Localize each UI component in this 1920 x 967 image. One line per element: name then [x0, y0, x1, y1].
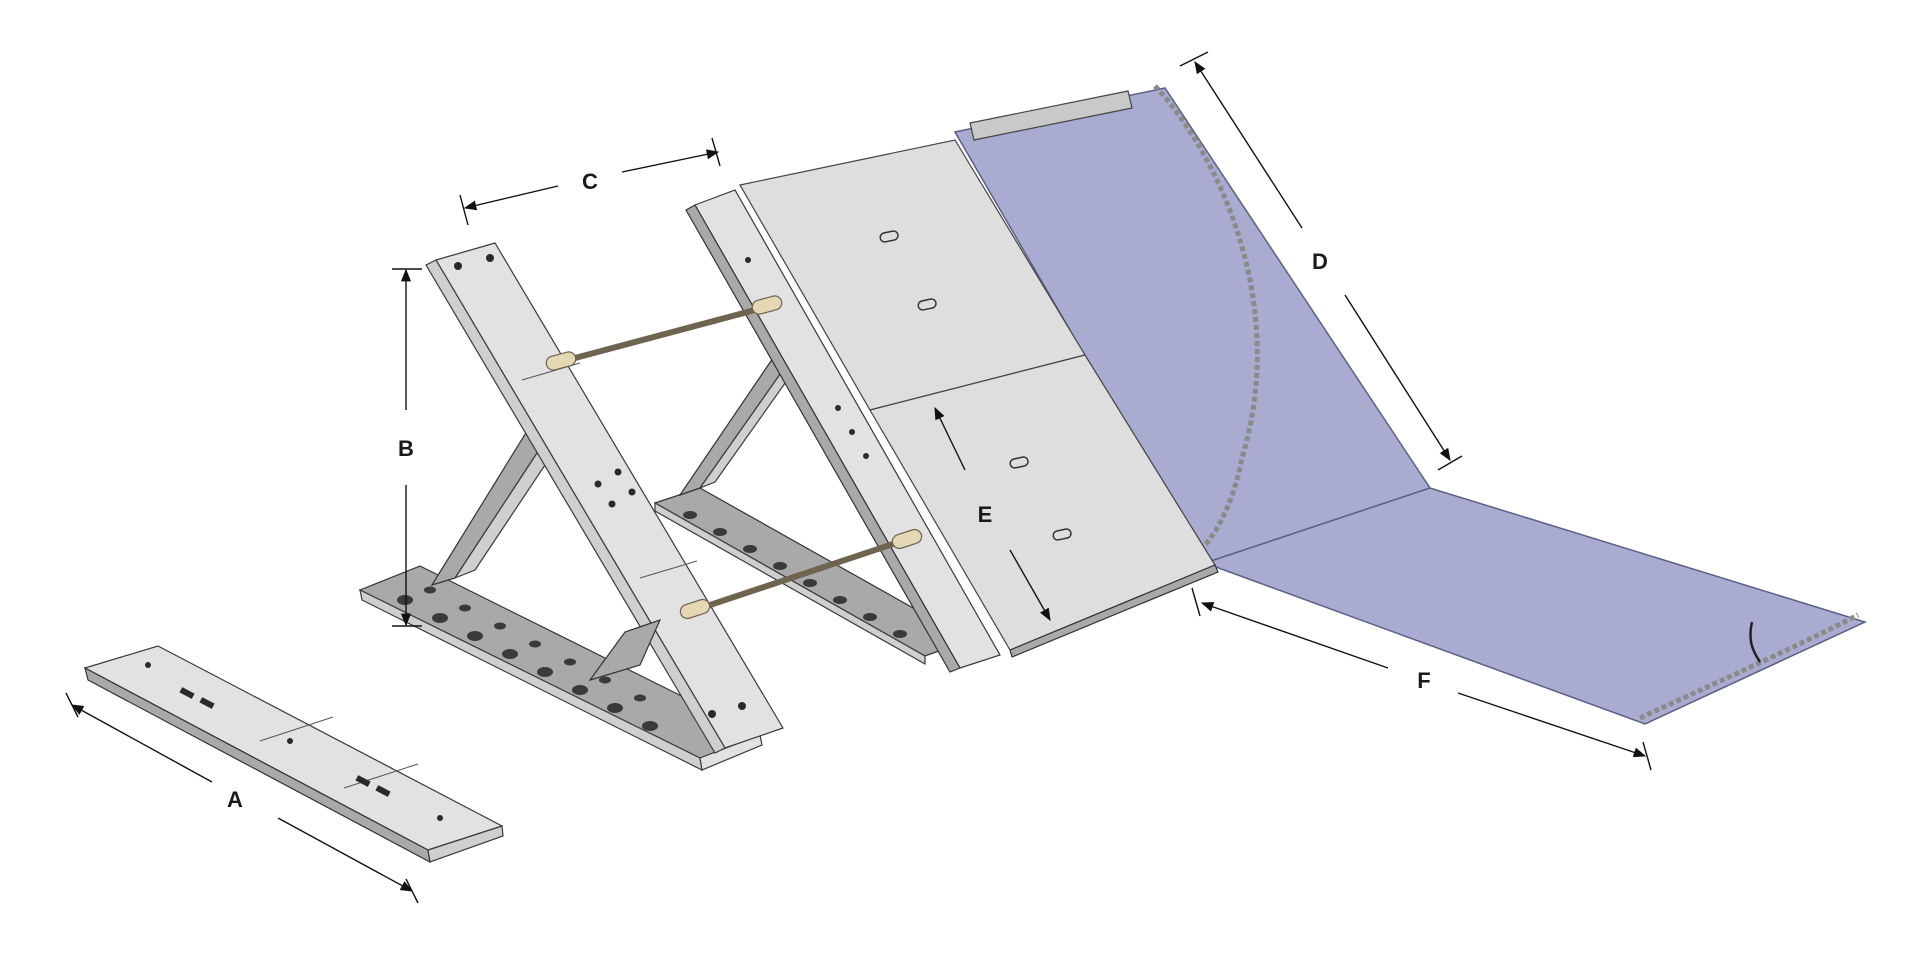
dimension-label-b: B	[398, 436, 414, 461]
dimension-label-c: C	[582, 169, 598, 194]
dimension-E: E	[934, 406, 1051, 622]
dimension-A: A	[65, 692, 419, 904]
bottom-chain	[1638, 612, 1860, 721]
front-frame	[425, 242, 784, 754]
dimension-D: D	[1179, 51, 1463, 471]
dimension-label-a: A	[227, 787, 243, 812]
tie-strap	[1749, 621, 1762, 663]
dimension-label-d: D	[1312, 249, 1328, 274]
chain	[1153, 84, 1260, 557]
dimension-label-f: F	[1417, 668, 1430, 693]
cover-panels	[739, 139, 1219, 658]
dimension-B: B	[392, 268, 422, 627]
membrane-top-sleeve	[969, 90, 1133, 141]
front-base-rail	[358, 565, 763, 772]
dimension-C: C	[459, 137, 721, 226]
dimension-F: F	[1191, 587, 1652, 771]
membrane-ground-sheet	[1202, 487, 1868, 725]
dimension-label-e: E	[978, 502, 993, 527]
upper-strut	[545, 295, 783, 371]
membrane	[953, 84, 1868, 725]
lower-strut	[679, 528, 923, 620]
base-plate	[83, 645, 504, 864]
